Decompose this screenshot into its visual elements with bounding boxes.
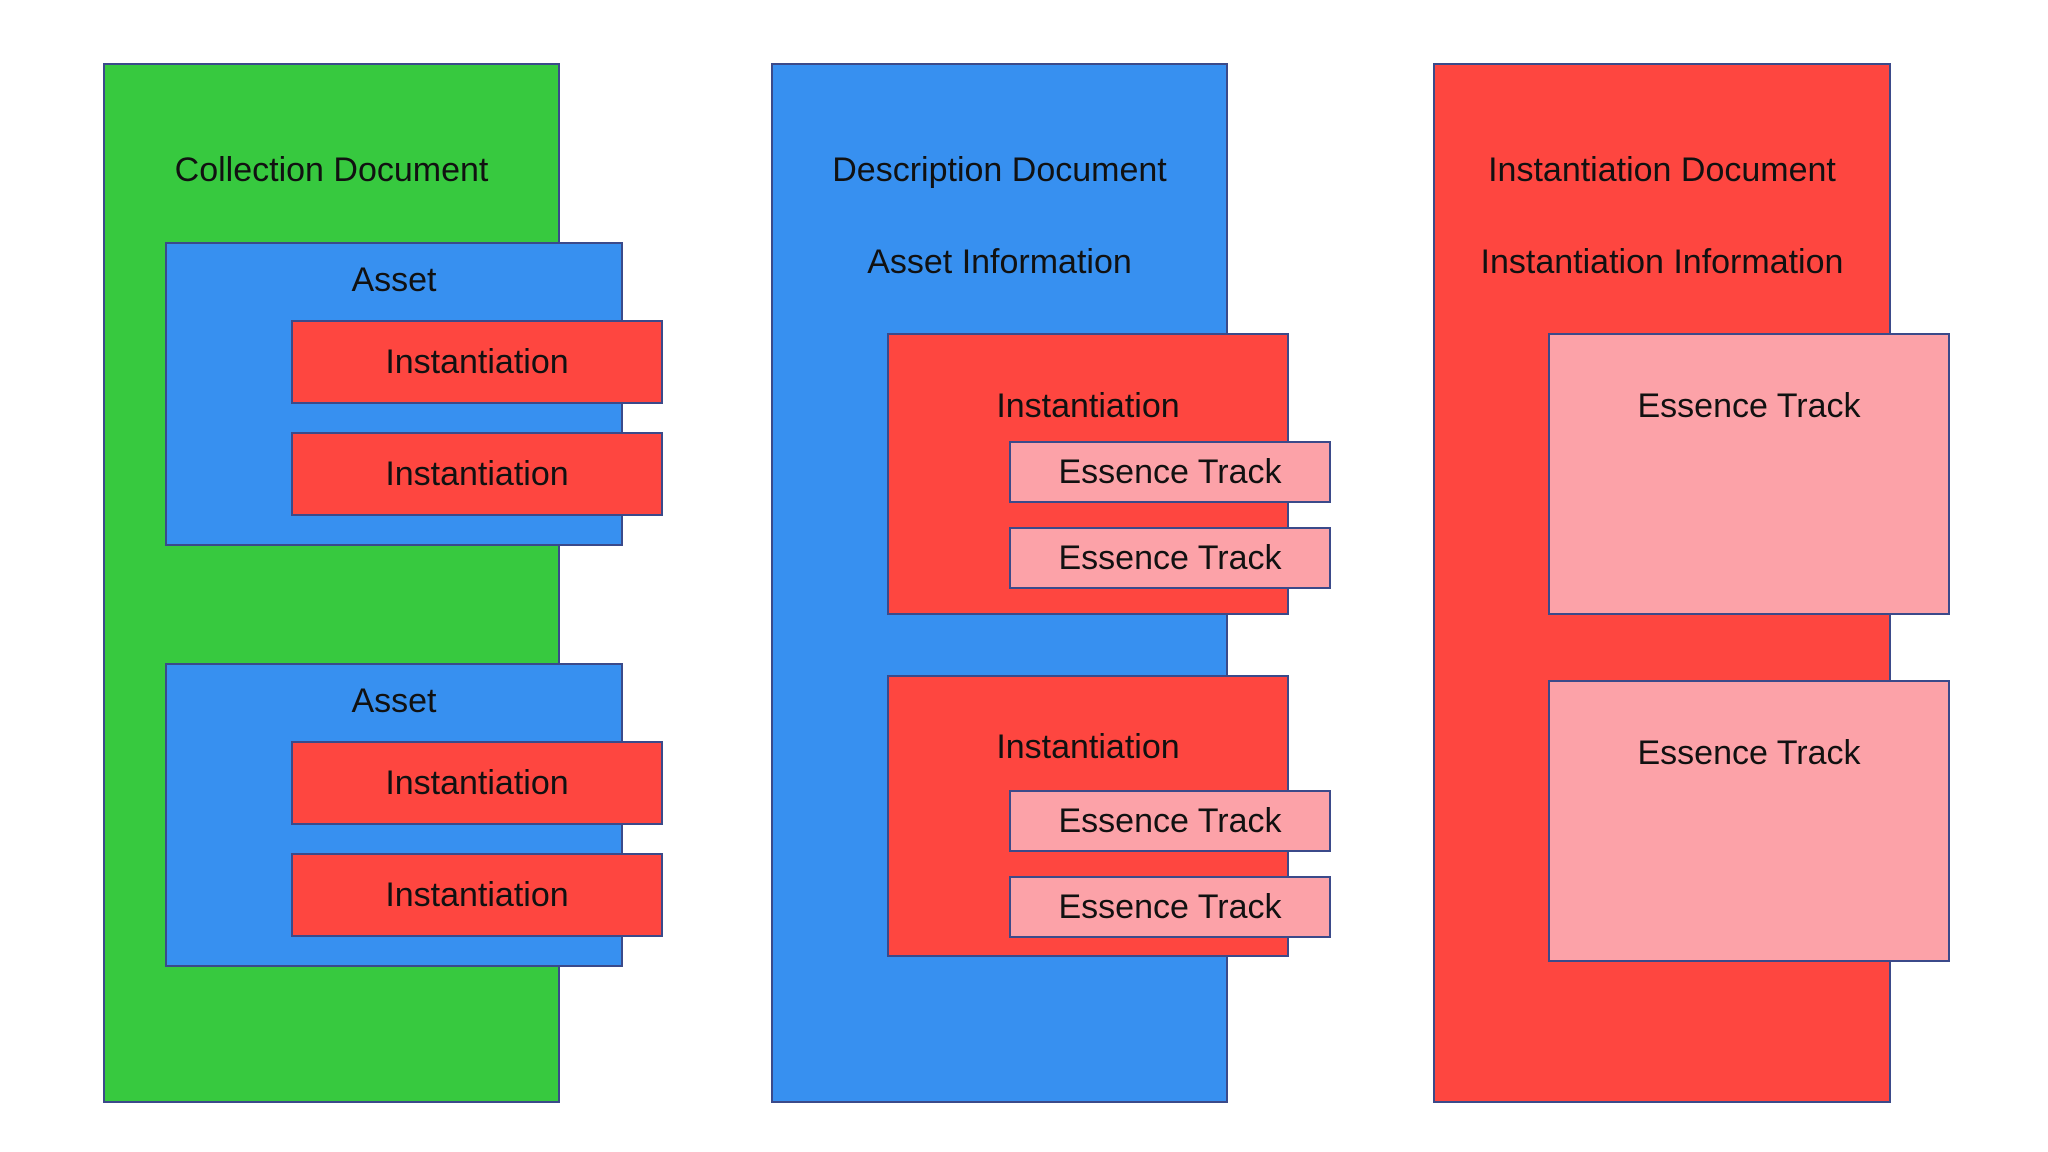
asset-label: Asset xyxy=(351,682,437,720)
description-document-title: Description Document xyxy=(832,151,1167,189)
instantiation-box: Instantiation xyxy=(291,853,663,937)
essence-track-box xyxy=(1548,333,1950,615)
instantiation-label: Instantiation xyxy=(385,454,569,493)
asset-information-label: Asset Information xyxy=(867,243,1132,281)
essence-track-box: Essence Track xyxy=(1009,790,1331,852)
instantiation-label: Instantiation xyxy=(385,875,569,914)
essence-track-label: Essence Track xyxy=(1058,538,1282,577)
instantiation-label: Instantiation xyxy=(385,763,569,802)
instantiation-box: Instantiation xyxy=(291,320,663,404)
instantiation-box: Instantiation xyxy=(291,741,663,825)
instantiation-box: Instantiation xyxy=(291,432,663,516)
essence-track-box: Essence Track xyxy=(1009,876,1331,938)
essence-track-box: Essence Track xyxy=(1009,441,1331,503)
instantiation-document-title: Instantiation Document xyxy=(1488,151,1836,189)
instantiation-label: Instantiation xyxy=(996,728,1180,766)
asset-label: Asset xyxy=(351,261,437,299)
essence-track-label: Essence Track xyxy=(1637,734,1861,772)
essence-track-box: Essence Track xyxy=(1009,527,1331,589)
essence-track-label: Essence Track xyxy=(1058,452,1282,491)
instantiation-label: Instantiation xyxy=(385,342,569,381)
essence-track-label: Essence Track xyxy=(1637,387,1861,425)
collection-document-title: Collection Document xyxy=(174,151,489,189)
essence-track-label: Essence Track xyxy=(1058,801,1282,840)
essence-track-label: Essence Track xyxy=(1058,887,1282,926)
instantiation-label: Instantiation xyxy=(996,387,1180,425)
essence-track-box xyxy=(1548,680,1950,962)
instantiation-information-label: Instantiation Information xyxy=(1480,243,1844,281)
